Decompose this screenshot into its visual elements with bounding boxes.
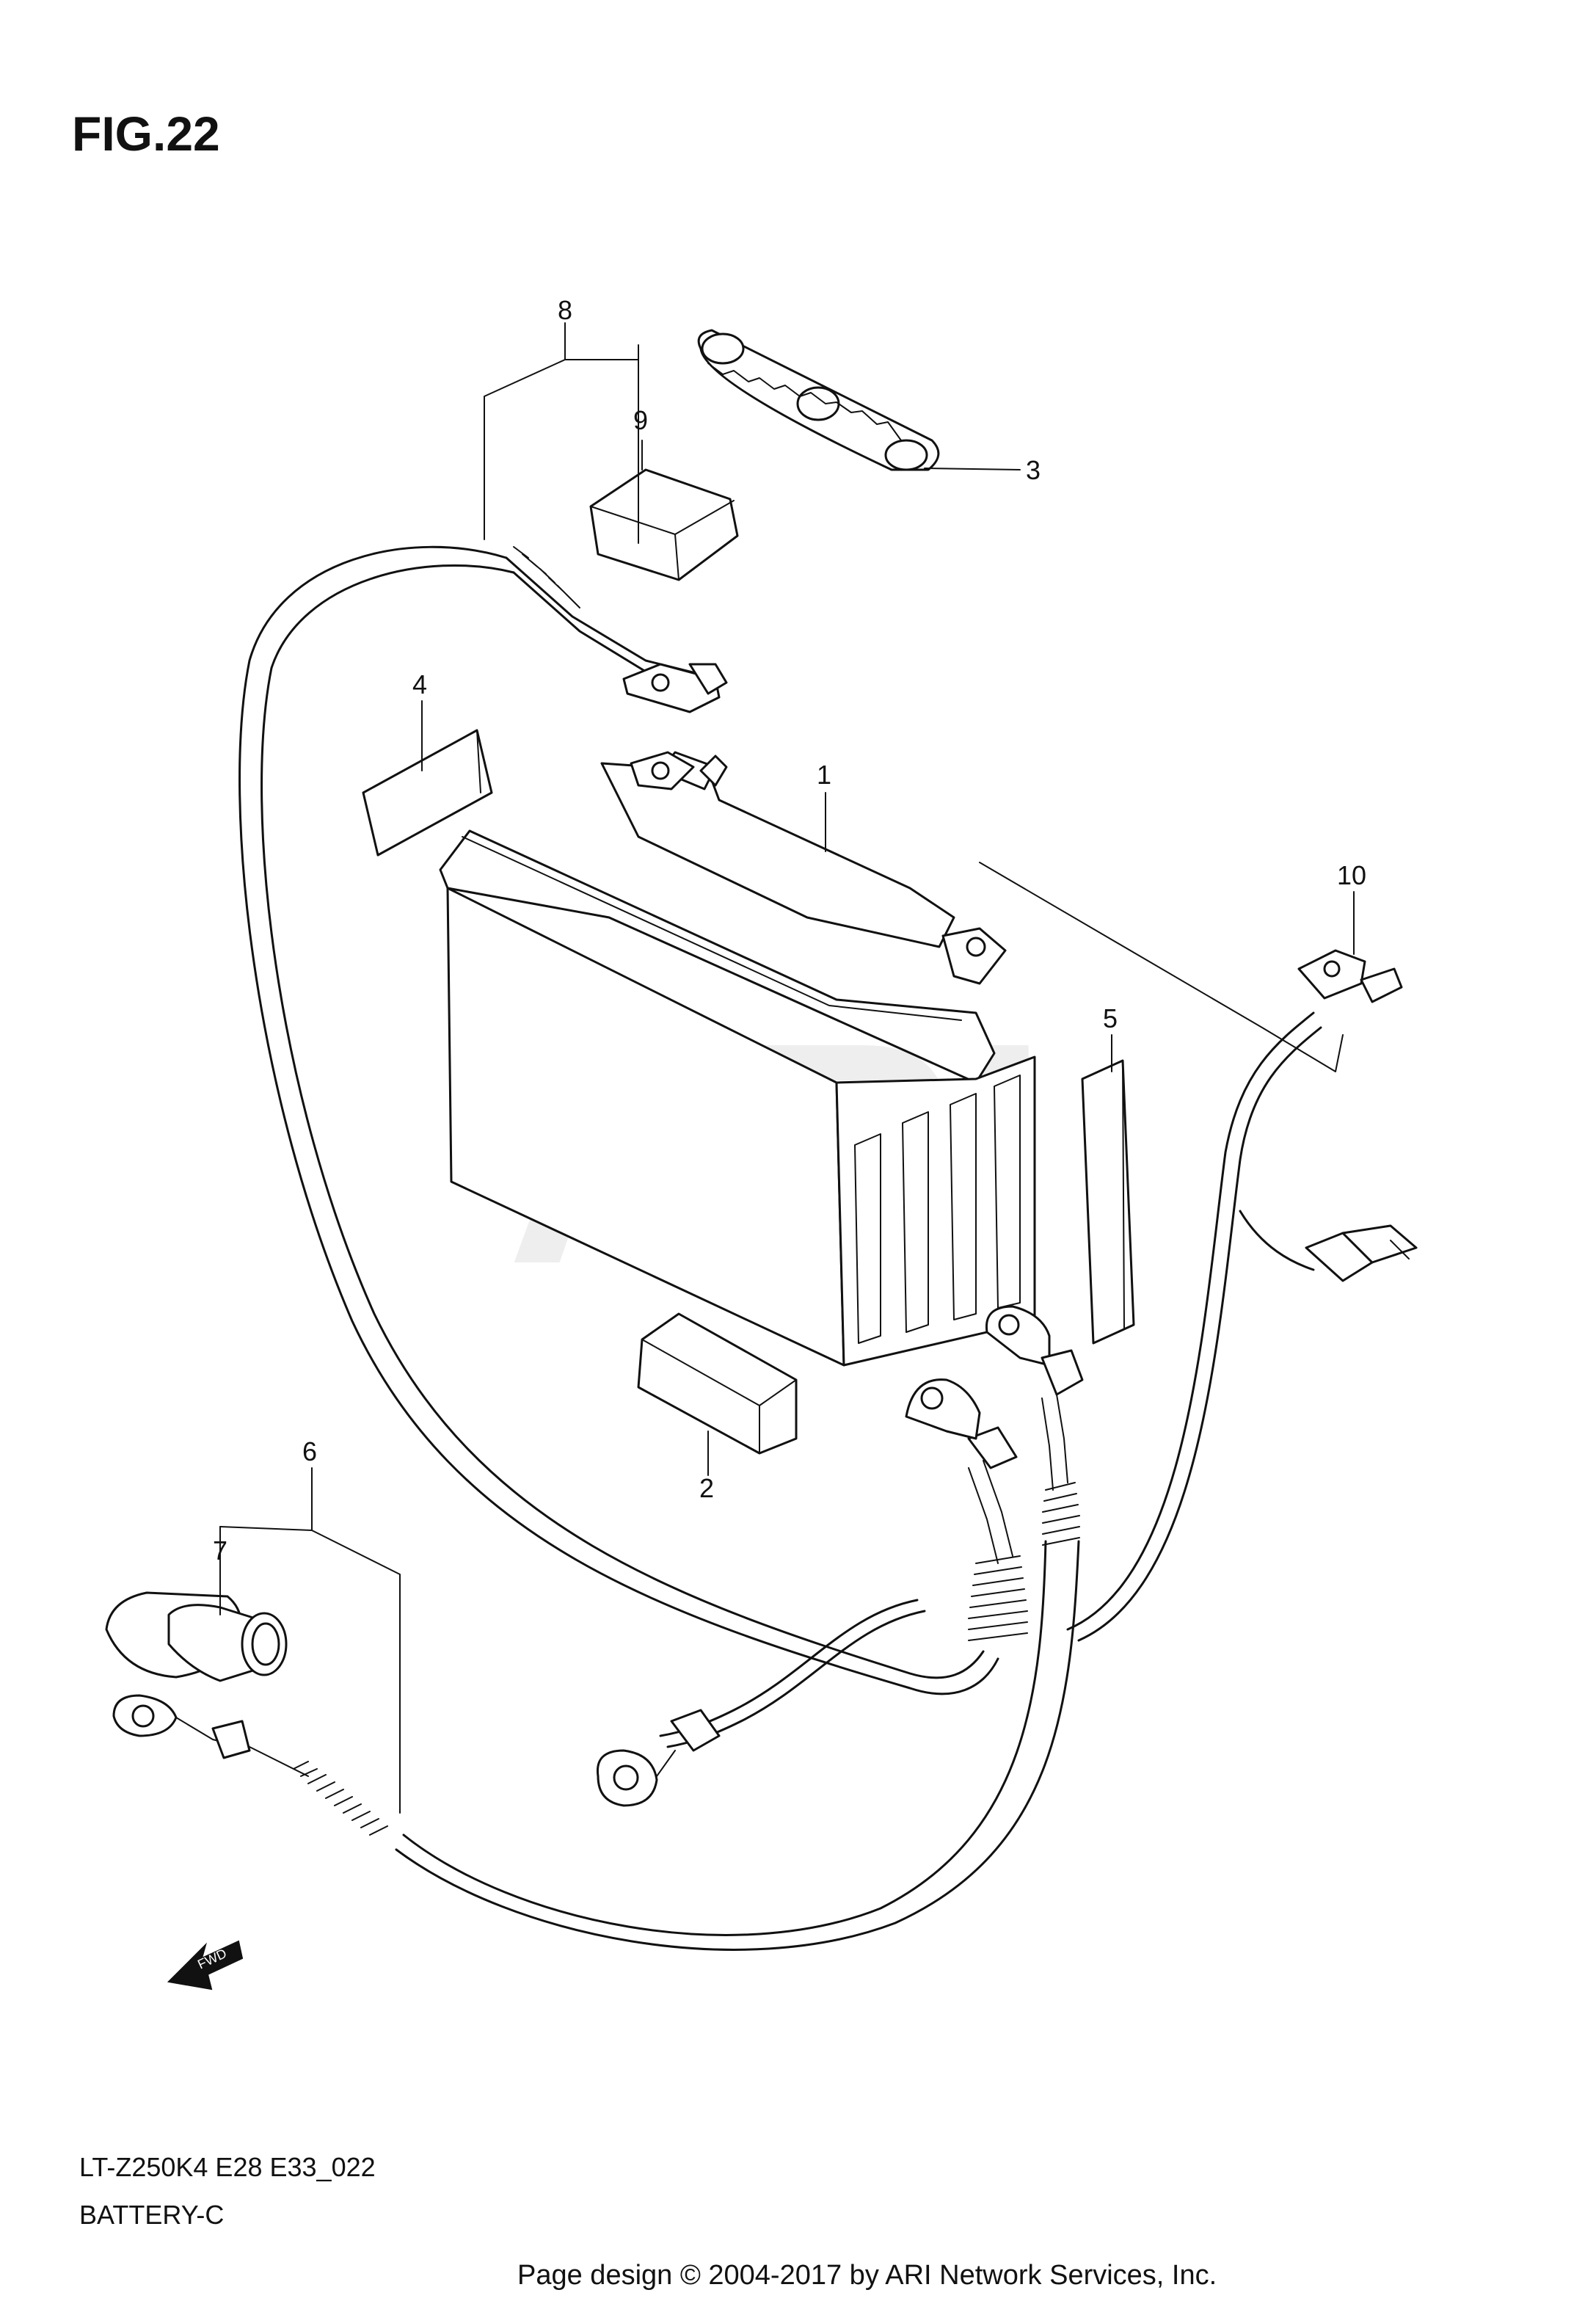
callout-7[interactable]: 7 bbox=[213, 1535, 227, 1566]
lead-wire[interactable] bbox=[395, 949, 1418, 1951]
fwd-arrow-icon: FWD bbox=[167, 1940, 244, 1991]
terminal-cap[interactable] bbox=[589, 468, 739, 581]
callout-1[interactable]: 1 bbox=[817, 760, 831, 790]
pad-5[interactable] bbox=[1081, 1059, 1135, 1345]
pad-4[interactable] bbox=[362, 729, 493, 857]
callout-2[interactable]: 2 bbox=[699, 1473, 714, 1503]
callout-4[interactable]: 4 bbox=[412, 669, 427, 699]
positive-cable-assembly[interactable] bbox=[238, 545, 1028, 1695]
callout-10[interactable]: 10 bbox=[1337, 860, 1366, 890]
callout-9[interactable]: 9 bbox=[633, 405, 648, 435]
terminal-cover-boot[interactable] bbox=[105, 1591, 288, 1682]
model-code: LT-Z250K4 E28 E33_022 bbox=[79, 2152, 376, 2182]
label-2[interactable] bbox=[637, 1312, 798, 1455]
figure-subtitle: BATTERY-C bbox=[79, 2200, 224, 2230]
figure-title: FIG.22 bbox=[72, 106, 220, 161]
negative-cable-assembly[interactable] bbox=[112, 1599, 926, 1836]
callout-3[interactable]: 3 bbox=[1026, 455, 1041, 485]
page-footer: Page design © 2004-2017 by ARI Network S… bbox=[517, 2260, 1217, 2291]
callout-5[interactable]: 5 bbox=[1103, 1003, 1118, 1033]
leader-lines bbox=[219, 322, 1355, 1814]
callout-6[interactable]: 6 bbox=[302, 1436, 317, 1466]
battery[interactable] bbox=[439, 751, 1036, 1367]
battery-holder-band[interactable] bbox=[697, 329, 940, 471]
callout-8[interactable]: 8 bbox=[558, 295, 572, 325]
